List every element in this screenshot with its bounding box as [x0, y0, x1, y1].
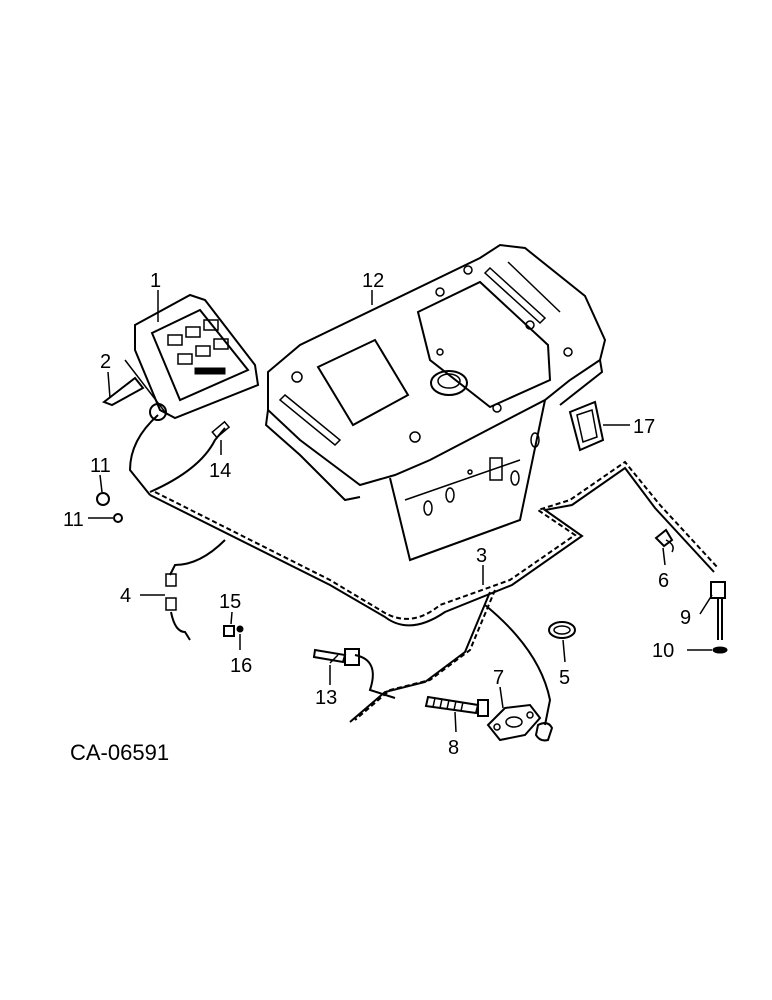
part-15-16 — [223, 625, 244, 637]
part-7-gasket — [486, 703, 554, 742]
callout-9: 9 — [680, 607, 691, 629]
part-17 — [568, 400, 630, 452]
drawing-code: CA-06591 — [70, 740, 169, 765]
callout-6: 6 — [658, 570, 669, 592]
callout-1: 1 — [150, 270, 161, 292]
callout-labels: 1 2 3 4 5 6 7 8 9 10 11 11 12 13 14 15 1… — [63, 270, 691, 759]
part-8-bolt — [424, 695, 489, 717]
part-2-bracket — [101, 376, 145, 407]
callout-15: 15 — [219, 591, 241, 613]
part-11-items — [96, 492, 123, 523]
callout-4: 4 — [120, 585, 131, 607]
part-5-clamp — [548, 621, 576, 639]
callout-17: 17 — [633, 416, 655, 438]
callout-11-upper: 11 — [90, 455, 111, 477]
part-9-sender — [710, 581, 726, 640]
leader-lines — [88, 290, 713, 733]
panel-support-plate — [264, 243, 607, 562]
part-6-clip — [654, 528, 674, 553]
callout-12: 12 — [362, 270, 384, 292]
callout-3: 3 — [476, 545, 487, 567]
instrument-cluster — [124, 293, 260, 420]
wiring-harness — [128, 403, 719, 726]
callout-5: 5 — [559, 667, 570, 689]
part-13-sender — [312, 648, 360, 685]
callout-11-lower: 11 — [63, 509, 84, 531]
callout-8: 8 — [448, 737, 459, 759]
callout-16: 16 — [230, 655, 252, 677]
callout-10: 10 — [652, 640, 674, 662]
callout-13: 13 — [315, 687, 337, 709]
callout-7: 7 — [493, 667, 504, 689]
part-10-washer — [712, 646, 728, 654]
callout-14: 14 — [209, 460, 231, 482]
callout-2: 2 — [100, 351, 111, 373]
